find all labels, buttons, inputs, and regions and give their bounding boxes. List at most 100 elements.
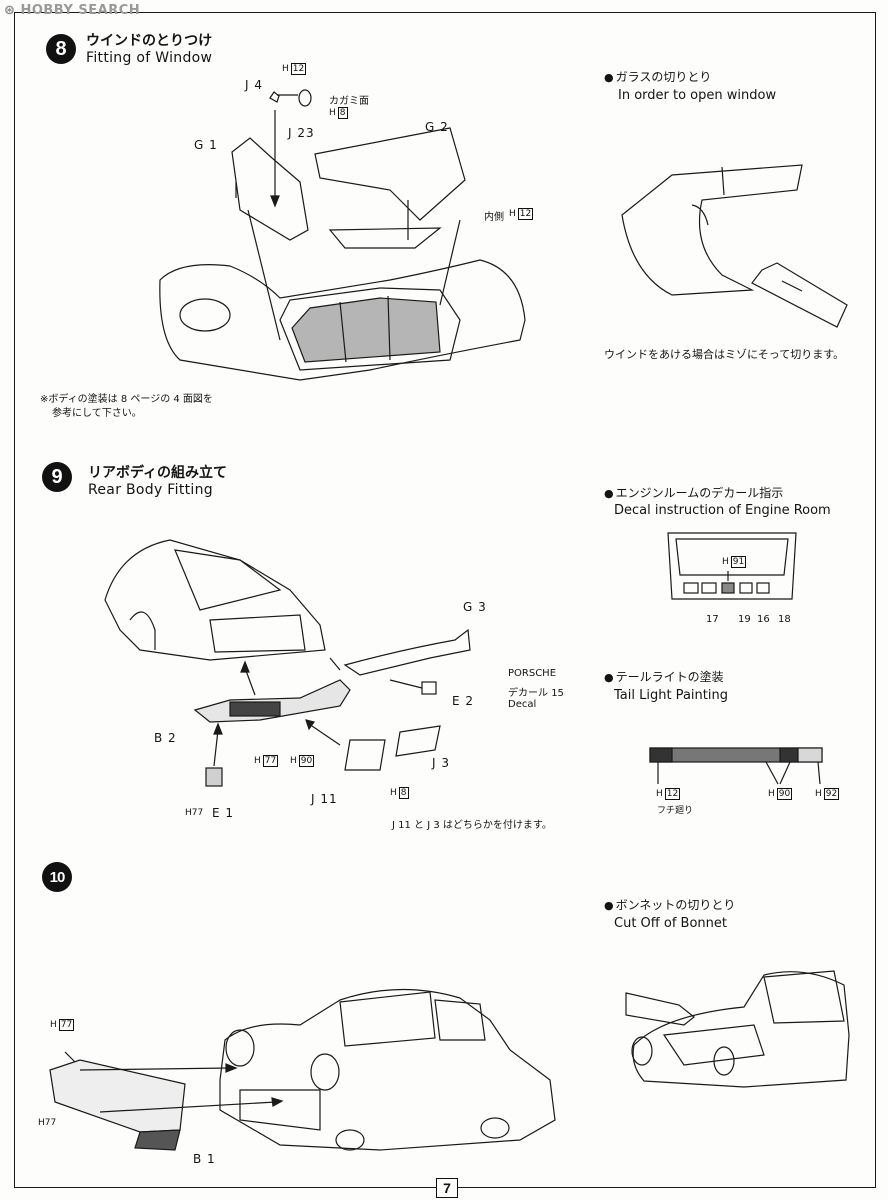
front-body-diagram — [49, 988, 556, 1151]
decal-en-label: Decal — [508, 699, 537, 710]
car-body-outline — [159, 259, 526, 381]
watermark-text: HOBBY SEARCH — [20, 3, 141, 18]
color-code: 77 — [58, 1019, 75, 1031]
car-front-body — [219, 988, 556, 1151]
decal-porsche-label: PORSCHE — [508, 668, 557, 679]
window-fitting-diagram — [159, 89, 526, 381]
decal-slot-18 — [756, 582, 770, 594]
part-j3 — [395, 725, 441, 757]
decal-jp-label: デカール 15 — [508, 684, 564, 699]
paint-note-line1: ※ボディの塗装は 8 ページの 4 面図を — [40, 394, 213, 405]
tail-light-diagram — [649, 747, 823, 785]
bonnet-cut-title-en: Cut Off of Bonnet — [614, 916, 727, 931]
part-label-e1: E 1 — [212, 806, 235, 820]
part-e2 — [421, 681, 437, 695]
part-g3 — [343, 628, 471, 676]
rear-body-outline — [104, 539, 326, 661]
color-h77-b: H77 — [185, 808, 204, 818]
glass-shaded-area — [291, 297, 441, 363]
paint-note-line2: 参考にして下さい。 — [52, 408, 142, 419]
part-e1 — [205, 767, 223, 787]
rear-body-diagram — [104, 539, 471, 787]
part-j11 — [344, 739, 386, 771]
part-label-j11: J 11 — [311, 792, 338, 806]
headlight-right — [310, 1053, 340, 1091]
car-bonnet-body — [632, 971, 850, 1088]
headlight-left — [225, 1029, 255, 1067]
glass-cut-diagram — [621, 164, 848, 328]
wheel-hub-front — [335, 1129, 365, 1151]
step-9-badge: 9 — [42, 462, 72, 492]
knife-icon — [625, 992, 695, 1026]
part-g2-glass — [314, 127, 466, 221]
engine-decal-title-en: Decal instruction of Engine Room — [614, 503, 831, 518]
step-8-title-en: Fitting of Window — [86, 50, 213, 66]
mirror-face-label: カガミ面 — [329, 96, 369, 107]
glass-cut-title-jp: ガラスの切りとり — [604, 68, 712, 85]
part-label-j23: J 23 — [288, 126, 315, 140]
tail-edge-note: フチ廻り — [657, 806, 694, 816]
color-code: 12 — [664, 788, 681, 800]
step-8-number: 8 — [55, 37, 67, 60]
color-code: 77 — [44, 1118, 57, 1128]
step-8-title-jp: ウインドのとりつけ — [86, 33, 213, 49]
part-label-e2: E 2 — [452, 694, 475, 708]
part-label-j3: J 3 — [432, 756, 450, 770]
engine-decal-17: 17 — [706, 614, 719, 625]
page-number: 7 — [436, 1178, 458, 1198]
step-10-number: 10 — [49, 868, 66, 886]
color-code: 91 — [730, 556, 747, 568]
engine-decal-18: 18 — [778, 614, 791, 625]
windscreen-opening — [279, 287, 461, 371]
part-g1-glass — [231, 137, 309, 241]
windscreen — [339, 991, 436, 1047]
knife-icon — [751, 262, 848, 328]
part-label-g3: G 3 — [463, 600, 487, 614]
color-code: 92 — [823, 788, 840, 800]
glass-cut-title-en: In order to open window — [618, 88, 777, 103]
part-j4-icon — [269, 91, 280, 103]
wheel-hub-rear — [480, 1117, 510, 1139]
page-number-text: 7 — [443, 1180, 451, 1196]
part-label-j4: J 4 — [245, 78, 263, 92]
engine-room-diagram — [667, 532, 797, 600]
watermark: ⊛ HOBBY SEARCH — [4, 3, 140, 18]
decal-slot-16 — [739, 582, 753, 594]
engine-decal-title-jp: エンジンルームのデカール指示 — [604, 484, 784, 501]
decal-slot-17 — [683, 582, 699, 594]
bonnet-cut-title-jp: ボンネットの切りとり — [604, 896, 736, 913]
step-10-badge: 10 — [42, 862, 72, 892]
color-code: 12 — [517, 208, 534, 220]
step-9-title-jp: リアボディの組み立て — [88, 465, 228, 481]
part-label-b1: B 1 — [193, 1152, 216, 1166]
color-code: 90 — [298, 755, 315, 767]
step-8-badge: 8 — [46, 34, 76, 64]
engine-grille — [209, 614, 306, 653]
engine-opening — [675, 538, 789, 576]
glass-part — [621, 164, 803, 296]
color-code: 8 — [337, 107, 348, 119]
color-code: 77 — [191, 808, 204, 818]
part-label-g1: G 1 — [194, 138, 218, 152]
choose-part-note: J 11 と J 3 はどちらかを付けます。 — [392, 820, 552, 831]
windscreen — [763, 970, 845, 1024]
decal-number-15: 15 — [551, 688, 564, 699]
color-code: 90 — [776, 788, 793, 800]
decal-jp-text: デカール — [508, 688, 548, 699]
bonnet-cut-diagram — [625, 970, 850, 1088]
tail-light-title-jp: テールライトの塗装 — [604, 668, 724, 685]
color-code: 8 — [398, 787, 409, 799]
engine-decal-19: 19 — [738, 614, 751, 625]
engine-decal-16: 16 — [757, 614, 770, 625]
rear-window — [174, 549, 282, 611]
decal-slot-19 — [721, 582, 735, 594]
part-b1 — [49, 1059, 186, 1133]
